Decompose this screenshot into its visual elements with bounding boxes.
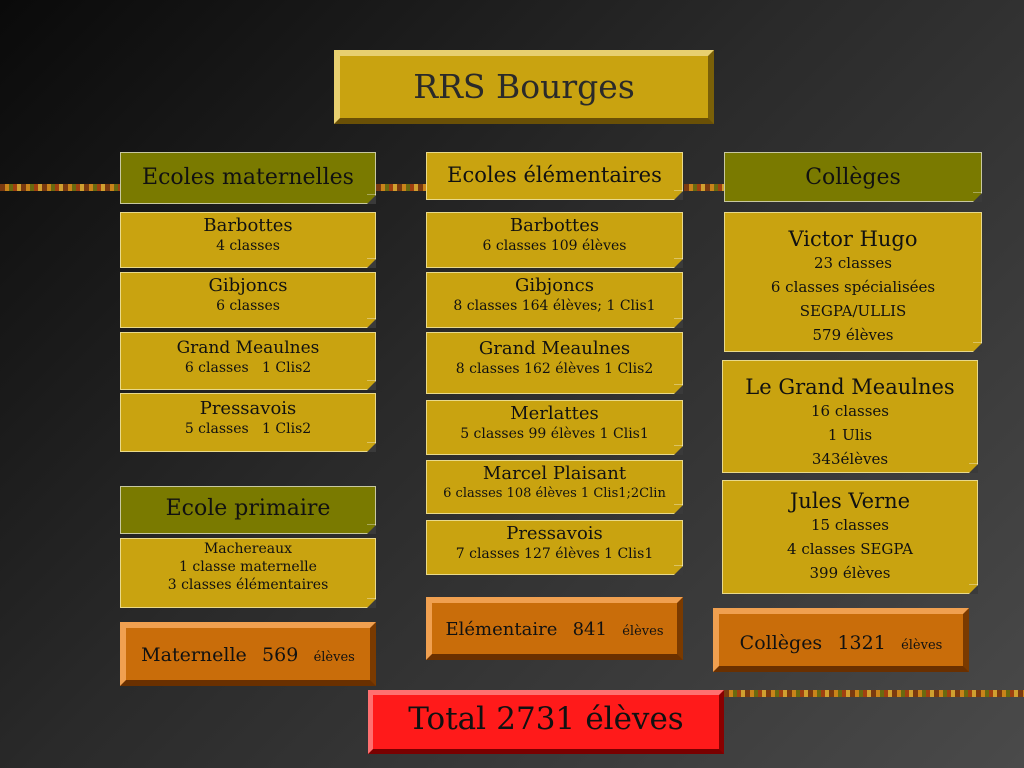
total-colleges: Collèges 1321 élèves [713, 608, 969, 672]
college-le-grand-meaulnes: Le Grand Meaulnes 16 classes 1 Ulis 343é… [722, 360, 978, 473]
total-elementaire: Elémentaire 841 élèves [426, 597, 683, 660]
school-line: 399 élèves [809, 564, 891, 582]
header-elementaires-text: Ecoles élémentaires [447, 163, 662, 187]
elementaire-school-marcel-plaisant: Marcel Plaisant 6 classes 108 élèves 1 C… [426, 460, 683, 514]
maternelle-school-gibjoncs: Gibjoncs 6 classes [120, 272, 376, 328]
total-colleges-value: 1321 [837, 632, 886, 654]
header-maternelles: Ecoles maternelles [120, 152, 376, 204]
total-overall-label: Total [408, 701, 487, 737]
school-name: Barbottes [203, 215, 293, 236]
total-elementaire-unit: élèves [622, 624, 664, 639]
school-name: Le Grand Meaulnes [745, 375, 955, 399]
school-line-2: 3 classes élémentaires [167, 577, 329, 593]
school-detail: 5 classes 1 Clis2 [184, 421, 312, 437]
maternelle-school-barbottes: Barbottes 4 classes [120, 212, 376, 268]
header-primaire-text: Ecole primaire [165, 496, 331, 521]
decorative-strip-left [0, 184, 120, 191]
decorative-strip-bottom [724, 690, 1024, 697]
page-title-text: RRS Bourges [413, 67, 635, 106]
school-name: Grand Meaulnes [176, 338, 320, 358]
header-colleges: Collèges [724, 152, 982, 202]
college-victor-hugo: Victor Hugo 23 classes 6 classes spécial… [724, 212, 982, 352]
school-detail: 7 classes 127 élèves 1 Clis1 [455, 546, 654, 562]
school-name: Victor Hugo [788, 227, 918, 251]
school-line: 15 classes [811, 516, 889, 534]
school-line: 6 classes spécialisées [770, 278, 936, 296]
total-maternelle-unit: élèves [313, 650, 355, 665]
school-detail: 6 classes 108 élèves 1 Clis1;2Clin [443, 486, 666, 501]
total-maternelle: Maternelle 569 élèves [120, 622, 376, 686]
school-name: Grand Meaulnes [478, 338, 631, 359]
school-name: Pressavois [199, 398, 297, 419]
school-detail: 4 classes [216, 238, 280, 254]
total-elementaire-value: 841 [572, 619, 607, 640]
college-jules-verne: Jules Verne 15 classes 4 classes SEGPA 3… [722, 480, 978, 594]
school-detail: 5 classes 99 élèves 1 Clis1 [460, 426, 649, 442]
header-elementaires: Ecoles élémentaires [426, 152, 683, 200]
primaire-school-machereaux: Machereaux 1 classe maternelle 3 classes… [120, 538, 376, 608]
elementaire-school-merlattes: Merlattes 5 classes 99 élèves 1 Clis1 [426, 400, 683, 455]
school-detail-classes: 6 classes [184, 360, 249, 376]
school-line-1: 1 classe maternelle [179, 559, 317, 575]
school-line: 579 élèves [812, 326, 894, 344]
total-elementaire-label: Elémentaire [445, 619, 558, 640]
maternelle-school-grand-meaulnes: Grand Meaulnes 6 classes 1 Clis2 [120, 332, 376, 390]
total-overall-unit: élèves [585, 701, 684, 737]
elementaire-school-barbottes: Barbottes 6 classes 109 élèves [426, 212, 683, 268]
school-name: Marcel Plaisant [482, 463, 627, 484]
school-name: Barbottes [509, 215, 600, 236]
elementaire-school-pressavois: Pressavois 7 classes 127 élèves 1 Clis1 [426, 520, 683, 575]
decorative-strip-mid [376, 184, 426, 191]
elementaire-school-grand-meaulnes: Grand Meaulnes 8 classes 162 élèves 1 Cl… [426, 332, 683, 394]
school-line: 343élèves [811, 450, 889, 468]
school-name: Machereaux [203, 541, 293, 557]
page-title: RRS Bourges [334, 50, 714, 124]
school-detail: 8 classes 162 élèves 1 Clis2 [455, 361, 654, 377]
maternelle-school-pressavois: Pressavois 5 classes 1 Clis2 [120, 393, 376, 452]
total-overall-value: 2731 [496, 701, 576, 737]
school-detail: 6 classes 1 Clis2 [121, 359, 375, 377]
header-primaire: Ecole primaire [120, 486, 376, 534]
school-detail: 8 classes 164 élèves; 1 Clis1 [453, 298, 656, 314]
school-name: Pressavois [506, 523, 603, 544]
school-line: 1 Ulis [827, 426, 873, 444]
school-line: 23 classes [814, 254, 892, 272]
total-overall: Total 2731 élèves [368, 690, 724, 754]
school-name: Gibjoncs [515, 275, 594, 296]
school-line: SEGPA/ULLIS [799, 302, 907, 320]
total-colleges-label: Collèges [739, 632, 823, 654]
school-detail-clis: 1 Clis2 [262, 360, 312, 376]
total-maternelle-value: 569 [262, 644, 299, 666]
school-line: 4 classes SEGPA [787, 540, 913, 558]
school-line: 16 classes [811, 402, 889, 420]
school-detail: 6 classes [216, 298, 280, 314]
total-maternelle-label: Maternelle [141, 644, 247, 666]
total-colleges-unit: élèves [901, 638, 943, 653]
school-detail: 6 classes 109 élèves [482, 238, 627, 254]
school-name: Merlattes [510, 403, 599, 424]
elementaire-school-gibjoncs: Gibjoncs 8 classes 164 élèves; 1 Clis1 [426, 272, 683, 328]
school-name: Jules Verne [789, 489, 911, 513]
header-colleges-text: Collèges [805, 165, 901, 190]
school-name: Gibjoncs [208, 275, 288, 296]
decorative-strip-right [684, 184, 724, 191]
header-maternelles-text: Ecoles maternelles [142, 165, 354, 190]
